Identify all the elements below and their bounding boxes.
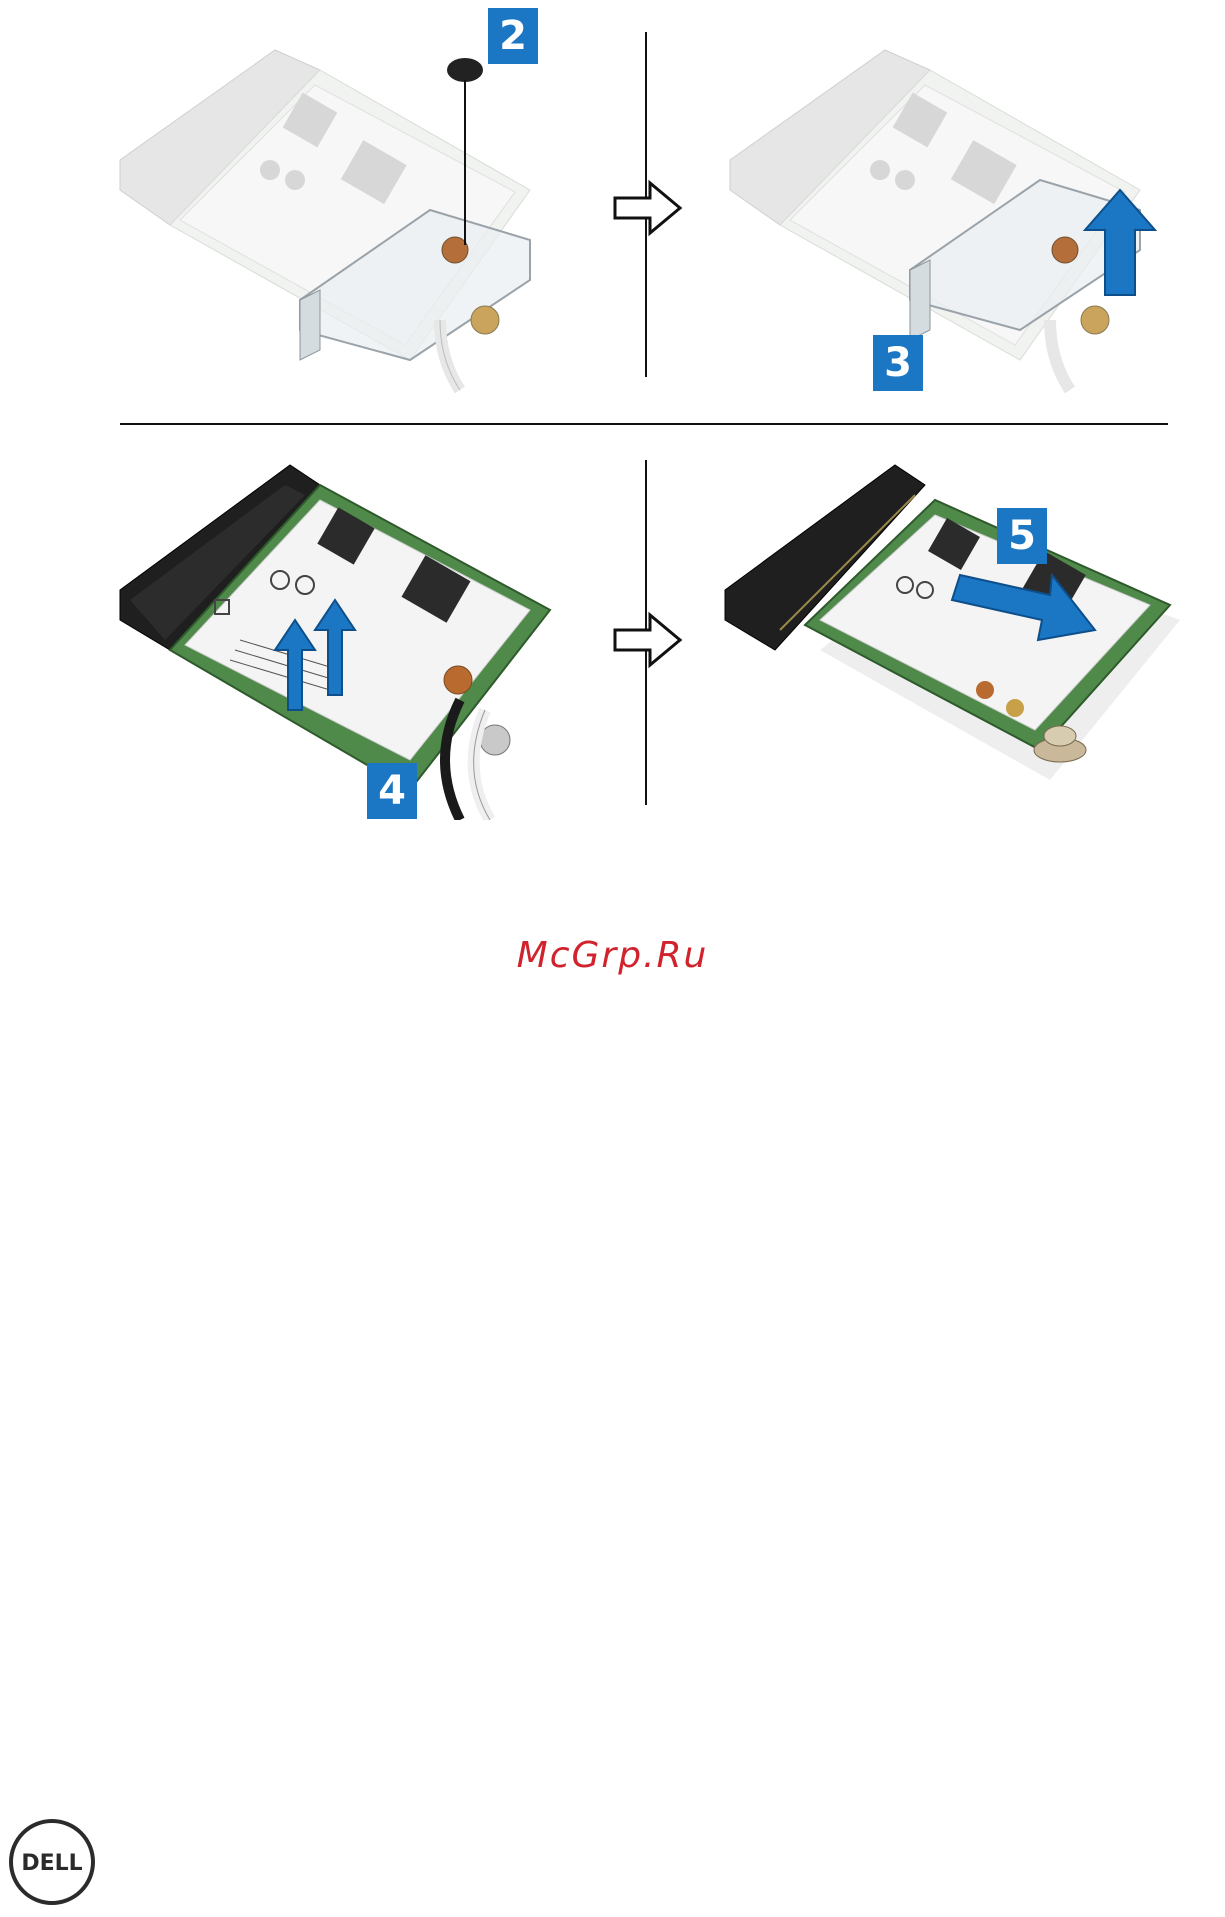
next-step-arrow-icon — [610, 178, 690, 238]
step-badge-5: 5 — [997, 508, 1047, 564]
logo-text: DELL — [21, 1851, 82, 1876]
illustration-step-4 — [110, 460, 580, 820]
step-badge-3: 3 — [873, 335, 923, 391]
illustration-step-2 — [110, 30, 580, 400]
watermark-text: McGrp.Ru — [0, 935, 1225, 976]
illustration-step-5 — [720, 460, 1190, 800]
step-badge-4: 4 — [367, 763, 417, 819]
divider-horizontal — [120, 423, 1168, 425]
next-step-arrow-icon — [610, 610, 690, 670]
step-badge-2: 2 — [488, 8, 538, 64]
dell-logo-icon: DELL — [8, 1818, 96, 1906]
illustration-step-3 — [720, 30, 1190, 400]
